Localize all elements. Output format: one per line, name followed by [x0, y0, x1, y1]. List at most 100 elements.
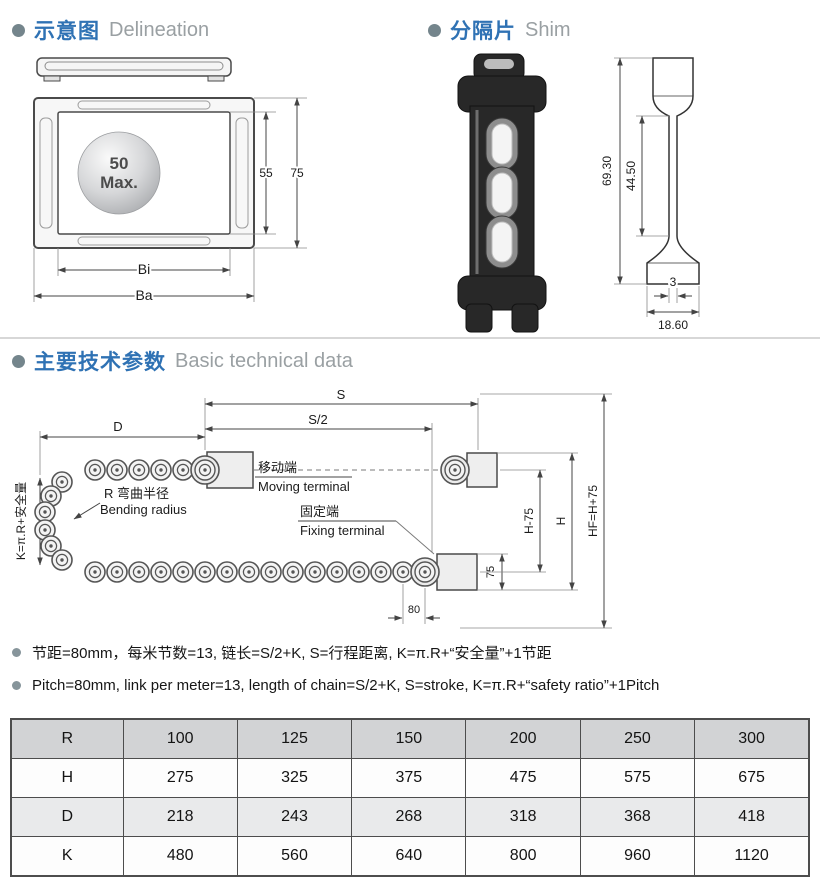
- table-cell: 318: [465, 797, 581, 837]
- dim-shim-height: 69.30: [598, 57, 652, 285]
- dim-44-50-label: 44.50: [624, 161, 638, 191]
- table-cell: 560: [236, 836, 353, 877]
- delineation-drawing: 50 Max. 55 75 Bi Ba: [33, 57, 307, 305]
- fixing-terminal-link: [410, 557, 440, 587]
- table-cell: 960: [579, 836, 696, 877]
- section-title-zh: 主要技术参数: [34, 351, 166, 374]
- dim-80-label: 80: [408, 604, 420, 616]
- dim-inner-width: Bi: [57, 248, 231, 279]
- section-bullet-icon: [12, 23, 25, 37]
- table-cell: 575: [579, 758, 696, 798]
- shim-drawing: 69.30 44.50 3 18.60: [457, 53, 700, 334]
- svg-text:Fixing terminal: Fixing terminal: [300, 523, 385, 538]
- dim-d: D: [39, 417, 206, 475]
- dim-bi-label: Bi: [138, 261, 150, 277]
- table-cell: 275: [122, 758, 238, 798]
- dim-69-30-label: 69.30: [600, 156, 614, 186]
- table-cell: 150: [351, 718, 467, 759]
- svg-text:Moving terminal: Moving terminal: [258, 479, 350, 494]
- table-cell: 368: [579, 797, 696, 837]
- fixing-terminal-label: 固定端 Fixing terminal: [298, 504, 435, 555]
- dim-k: K=π.R+安全量: [13, 477, 43, 566]
- table-cell: 100: [122, 718, 238, 759]
- note-bullet-icon: [12, 681, 21, 690]
- max-diameter-unit: Max.: [100, 173, 138, 192]
- svg-text:移动端: 移动端: [258, 460, 297, 475]
- table-cell: 218: [122, 797, 238, 837]
- dim-80-pitch: 80: [388, 584, 440, 624]
- section-title-zh: 示意图: [34, 20, 100, 43]
- table-row-d: D 218 243 268 318 368 418: [10, 797, 810, 837]
- dim-18-60-label: 18.60: [658, 318, 688, 332]
- table-cell: 675: [694, 758, 810, 798]
- section-shim-header: 分隔片 Shim: [428, 15, 571, 45]
- table-cell: 1120: [694, 836, 810, 877]
- dim-s-half: S/2: [204, 410, 433, 552]
- table-cell: 243: [236, 797, 353, 837]
- svg-text:R 弯曲半径: R 弯曲半径: [104, 486, 169, 501]
- section-tech-header: 主要技术参数 Basic technical data: [12, 346, 353, 376]
- shim-top-slot: [484, 59, 514, 69]
- dim-d-label: D: [113, 419, 122, 434]
- technical-data-table: R 100 125 150 200 250 300 H 275 325 375 …: [10, 718, 810, 877]
- shim-side-profile: [646, 57, 700, 285]
- section-title-en: Delineation: [109, 18, 210, 41]
- dim-shim-waist-height: 44.50: [622, 115, 669, 237]
- moving-terminal-label: 移动端 Moving terminal: [255, 460, 352, 494]
- section-delineation-header: 示意图 Delineation: [12, 15, 209, 45]
- section-divider: [0, 337, 820, 339]
- dim-outer-width: Ba: [33, 248, 255, 305]
- bending-radius-label: R 弯曲半径 Bending radius: [73, 486, 187, 520]
- table-row-k: K 480 560 640 800 960 1120: [10, 836, 810, 877]
- row-label: D: [10, 797, 124, 837]
- crossbar-top-view: [36, 57, 232, 82]
- moving-terminal-end-link: [440, 455, 470, 485]
- dim-h75-label: H-75: [522, 508, 536, 534]
- fixing-terminal-block: [436, 553, 478, 591]
- dim-75-label: 75: [290, 166, 304, 180]
- table-row-h: H 275 325 375 475 575 675: [10, 758, 810, 798]
- note-text: Pitch=80mm, link per meter=13, length of…: [32, 677, 660, 694]
- moving-terminal-link: [190, 455, 220, 485]
- dim-3-label: 3: [670, 275, 677, 289]
- chain-diagram: S S/2 D K=π.R+安全量: [13, 385, 612, 629]
- dim-shim-thickness: 3: [654, 273, 692, 303]
- dim-hf-label: HF=H+75: [586, 485, 600, 537]
- note-text: 节距=80mm，每米节数=13, 链长=S/2+K, S=行程距离, K=π.R…: [32, 645, 552, 662]
- table-cell: 250: [579, 718, 696, 759]
- max-diameter-value: 50: [110, 154, 129, 173]
- row-label: R: [10, 718, 124, 759]
- section-title-en: Basic technical data: [175, 349, 353, 372]
- dim-inner-height: 55: [230, 111, 276, 235]
- section-title-zh: 分隔片: [450, 20, 516, 43]
- dim-h-label: H: [554, 517, 568, 526]
- dim-hf: HF=H+75: [460, 393, 612, 629]
- table-cell: 325: [236, 758, 353, 798]
- max-cable-diameter-ball: [77, 131, 161, 215]
- table-cell: 300: [694, 718, 810, 759]
- section-bullet-icon: [428, 23, 441, 37]
- table-row-r: R 100 125 150 200 250 300: [10, 718, 810, 759]
- dim-shim-foot-width: 18.60: [646, 286, 700, 334]
- note-bullet-icon: [12, 648, 21, 657]
- shim-holes: [485, 117, 519, 269]
- moving-terminal-end-block: [466, 452, 498, 488]
- table-cell: 800: [465, 836, 581, 877]
- table-cell: 268: [351, 797, 467, 837]
- row-label: K: [10, 836, 124, 877]
- dim-outer-height: 75: [254, 97, 307, 249]
- dim-s-label: S: [337, 387, 346, 402]
- note-en: Pitch=80mm, link per meter=13, length of…: [12, 677, 659, 694]
- dim-h: H: [477, 452, 578, 591]
- note-zh: 节距=80mm，每米节数=13, 链长=S/2+K, S=行程距离, K=π.R…: [12, 642, 552, 663]
- dim-s2-label: S/2: [308, 412, 328, 427]
- section-title-en: Shim: [525, 18, 571, 41]
- dim-55-label: 55: [259, 166, 273, 180]
- table-cell: 480: [122, 836, 238, 877]
- table-cell: 640: [351, 836, 467, 877]
- dim-stroke-s: S: [204, 385, 479, 450]
- svg-text:Bending radius: Bending radius: [100, 502, 187, 517]
- table-cell: 475: [465, 758, 581, 798]
- dim-h-minus-75: H-75: [480, 469, 546, 573]
